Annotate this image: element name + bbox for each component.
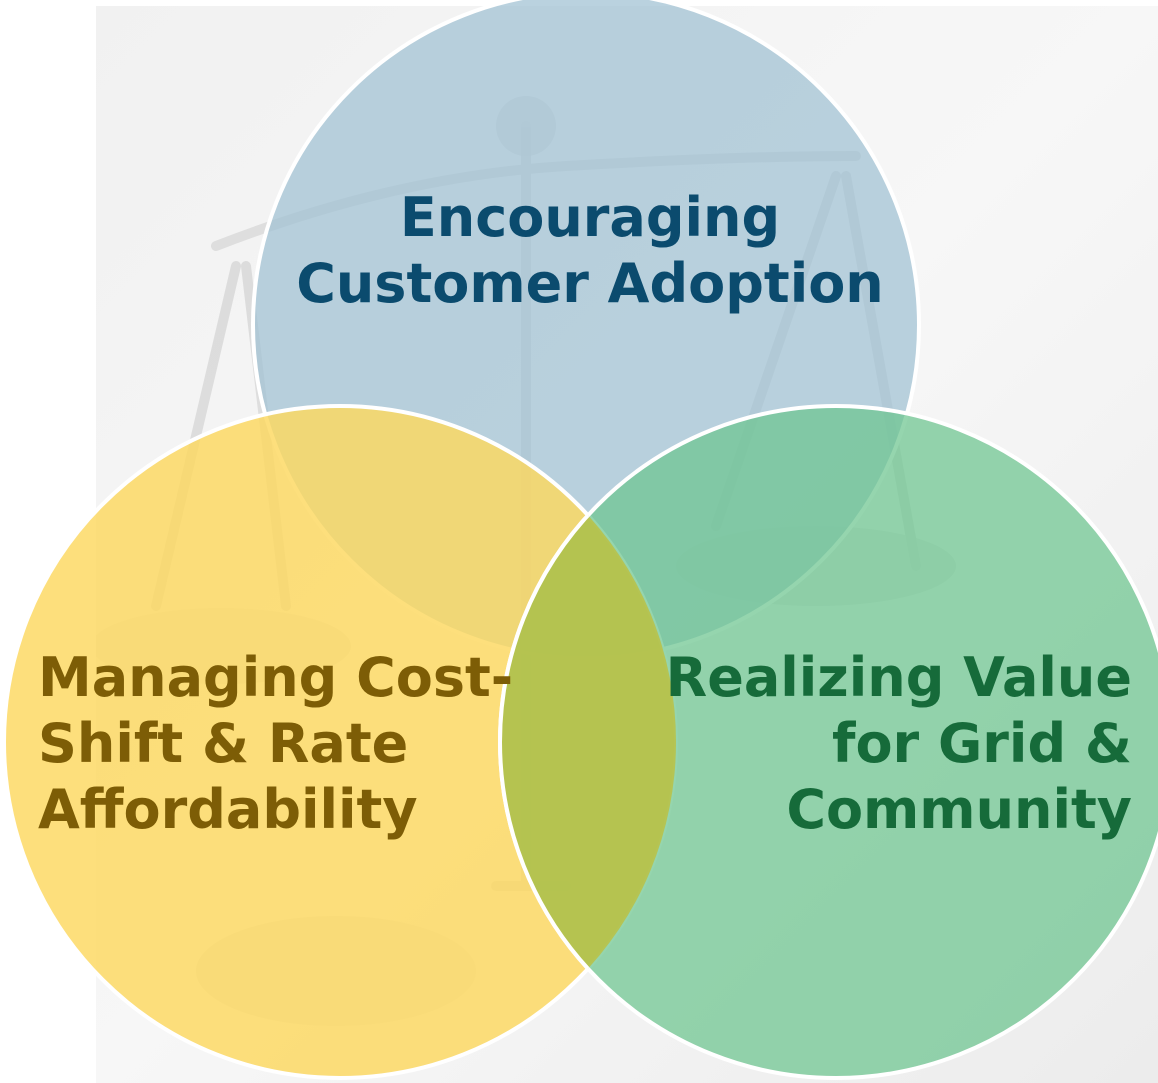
label-line: Shift & Rate <box>38 712 409 775</box>
label-line: for Grid & <box>831 712 1132 775</box>
label-realizing-value: Realizing Value for Grid & Community <box>666 645 1132 843</box>
label-line: Customer Adoption <box>296 252 884 315</box>
label-line: Realizing Value <box>665 646 1132 709</box>
label-managing-cost-shift: Managing Cost- Shift & Rate Affordabilit… <box>38 645 513 843</box>
label-line: Community <box>786 778 1132 841</box>
label-encouraging-customer-adoption: Encouraging Customer Adoption <box>250 185 930 317</box>
label-line: Encouraging <box>399 186 781 249</box>
label-line: Affordability <box>38 778 418 841</box>
label-line: Managing Cost- <box>38 646 514 709</box>
